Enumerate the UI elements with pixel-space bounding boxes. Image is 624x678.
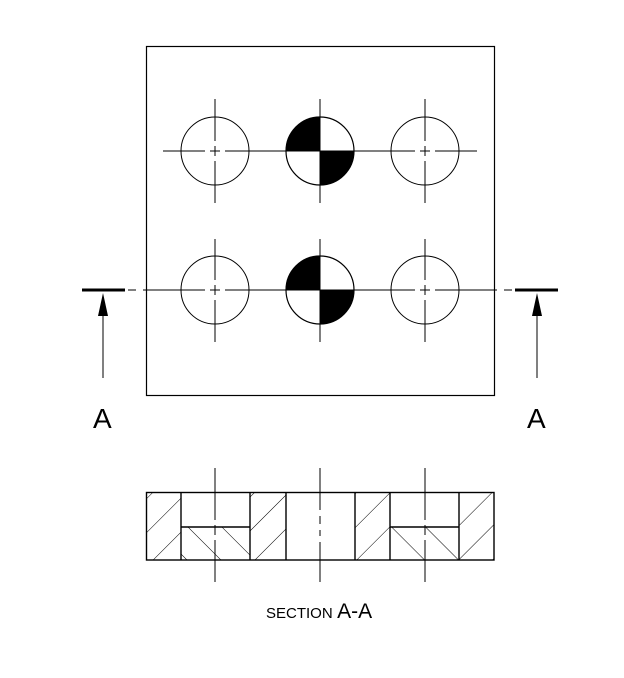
caption-prefix: SECTION [266,605,333,622]
section-centerlines [214,468,426,582]
centerlines [128,99,512,342]
section-caption: SECTION A-A [266,600,372,624]
section-marker-right [515,288,558,378]
plan-view-outline [145,45,496,397]
caption-suffix: A-A [337,600,373,623]
section-label-right: A [527,403,546,434]
arrow-up-icon [98,293,108,316]
arrow-up-icon [532,293,542,316]
section-marker-left [82,288,125,378]
section-hatching [146,492,494,560]
section-label-left: A [93,403,112,434]
